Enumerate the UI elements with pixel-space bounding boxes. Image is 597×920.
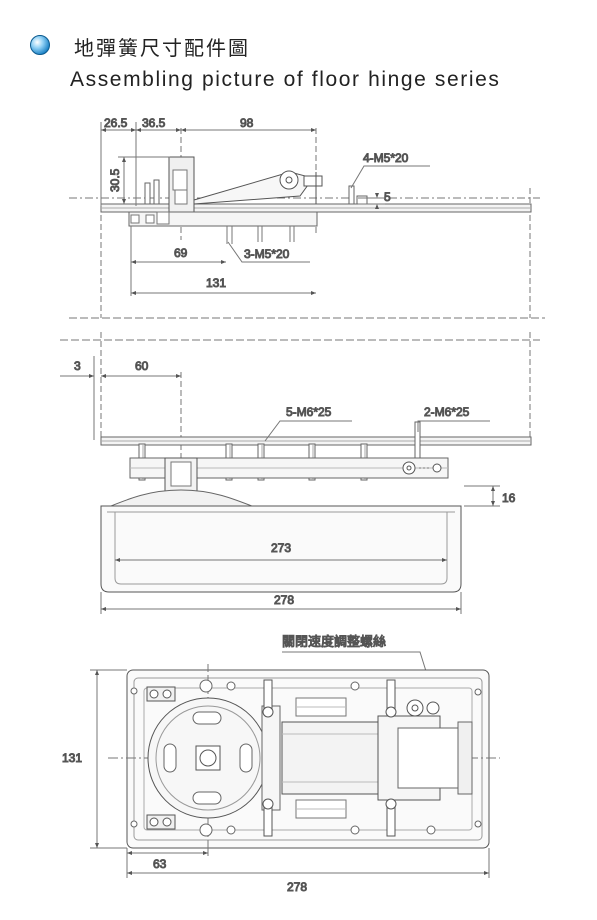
title-chinese: 地彈簧尺寸配件圖 [74,36,250,60]
screw-2-m6x25: 2-M6*25 [424,405,470,419]
dim-63: 63 [153,857,167,871]
top-view: 26.5 36.5 98 30.5 4-M5*20 5 69 3-M5*20 1… [69,116,545,319]
plan-view: 關閉速度調整螺絲 [62,634,500,895]
dim-16: 16 [502,491,516,505]
title-english: Assembling picture of floor hinge series [70,68,501,91]
dim-5: 5 [384,190,391,204]
dim-278-plan: 278 [287,880,307,894]
dim-278-side: 278 [274,593,294,607]
bullet-icon [30,35,50,55]
dim-273: 273 [271,541,291,555]
label-adjust-screw: 關閉速度調整螺絲 [282,634,386,650]
dim-30-5: 30.5 [108,168,122,192]
side-view: 3 60 5-M6*25 2-M6*25 16 273 278 [60,332,540,614]
dim-131-plan: 131 [62,751,82,765]
dim-3: 3 [74,359,81,373]
screw-5-m6x25: 5-M6*25 [286,405,332,419]
dim-69: 69 [174,246,188,260]
dim-26-5: 26.5 [104,116,128,130]
screw-3-m5x20: 3-M5*20 [244,247,290,261]
dim-98: 98 [240,116,254,130]
screw-4-m5x20: 4-M5*20 [363,151,409,165]
dim-36-5: 36.5 [142,116,166,130]
dim-131-top: 131 [206,276,226,290]
dim-60: 60 [135,359,149,373]
